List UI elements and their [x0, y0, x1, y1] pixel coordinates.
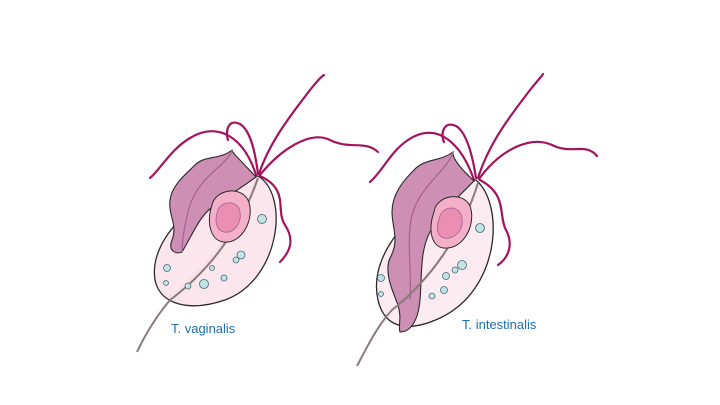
organism-left [136, 73, 380, 353]
flagella-left [148, 73, 380, 264]
organism-label-left: T. vaginalis [171, 321, 236, 336]
membrane-fold-left [181, 149, 233, 253]
flagella-right [368, 72, 599, 267]
nucleus-left [208, 190, 251, 243]
membrane-fold-right [408, 151, 454, 301]
organism-label-right: T. intestinalis [462, 317, 537, 332]
nucleus-right [430, 196, 473, 249]
organism-right [356, 72, 599, 367]
vacuoles-right [377, 223, 485, 300]
vacuoles-left [163, 214, 267, 290]
